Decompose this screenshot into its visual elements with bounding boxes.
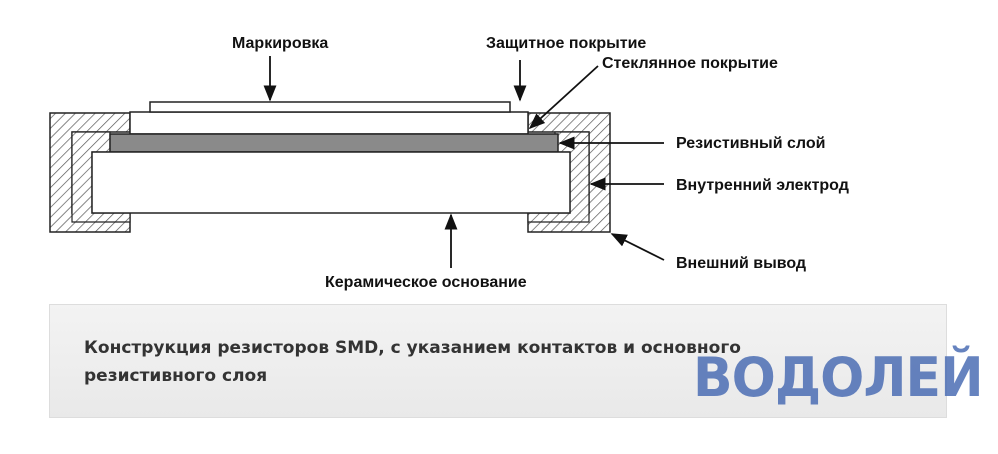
caption-box: Конструкция резисторов SMD, с указанием … xyxy=(49,304,947,418)
caption-text: Конструкция резисторов SMD, с указанием … xyxy=(84,338,741,386)
label-outer-terminal: Внешний вывод xyxy=(676,255,806,272)
smd-resistor-diagram: Маркировка Защитное покрытие Стеклянное … xyxy=(49,35,849,291)
label-ceramic-base: Керамическое основание xyxy=(325,274,527,291)
watermark-logo: ВОДОЛЕЙ xyxy=(693,346,984,410)
label-resistive-layer: Резистивный слой xyxy=(676,135,825,152)
label-glass-coating: Стеклянное покрытие xyxy=(602,55,778,72)
glass-coating xyxy=(129,111,529,135)
marking-layer xyxy=(149,101,511,113)
arrow-outer-terminal xyxy=(610,233,665,261)
arrow-glass-coating xyxy=(528,65,599,130)
ceramic-base xyxy=(91,151,571,214)
label-protective-coating: Защитное покрытие xyxy=(486,35,646,52)
resistive-layer xyxy=(109,133,559,153)
label-marking: Маркировка xyxy=(232,35,328,52)
label-inner-electrode: Внутренний электрод xyxy=(676,177,849,194)
